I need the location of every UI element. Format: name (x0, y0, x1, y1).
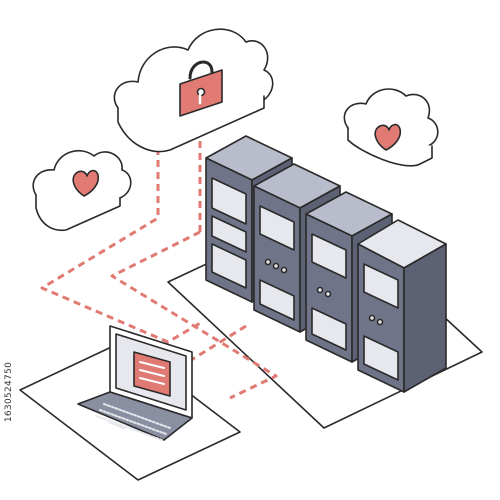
laptop-icon (77, 325, 193, 441)
network-connections (40, 118, 278, 400)
cloud-icon-right (343, 88, 439, 167)
stock-id-label: 1630524750 (4, 361, 14, 423)
cloud-icon-left (32, 150, 132, 232)
server-rack-4 (357, 219, 447, 393)
lock-icon (179, 60, 223, 117)
heart-icon (374, 123, 402, 151)
cloud-icon-main (113, 28, 274, 153)
heart-icon (72, 169, 100, 197)
